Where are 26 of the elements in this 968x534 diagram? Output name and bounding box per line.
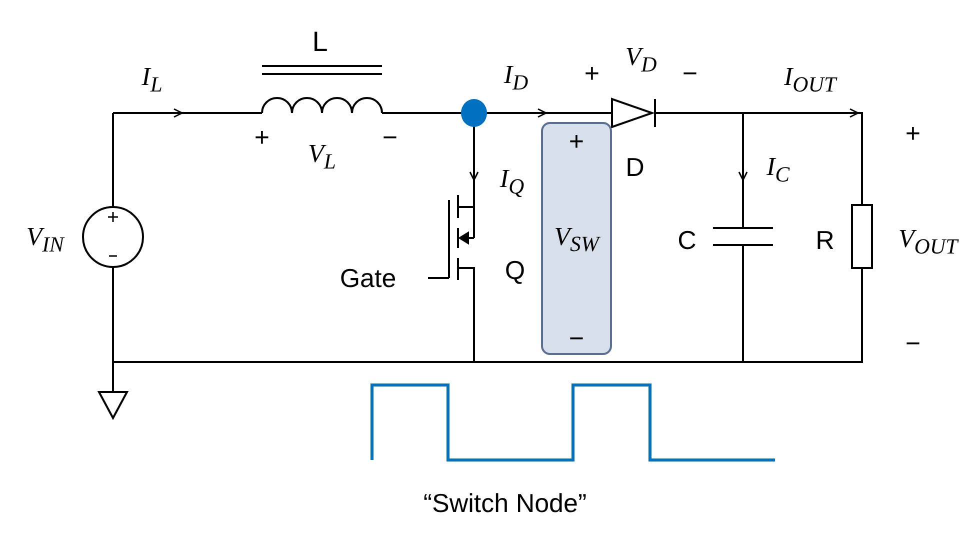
voltage-label: V$_{SW}$ [554,224,599,256]
polarity-sign: − [568,324,584,351]
voltage-label: V$_{IN}$ [26,224,64,256]
voltage-label: V$_{OUT}$ [898,226,958,258]
current-label: I$_{Q}$ [500,166,524,198]
current-label: I$_{OUT}$ [784,64,836,96]
current-label: I$_{L}$ [142,64,162,96]
component-label: Q [504,257,526,283]
voltage-label: V$_{D}$ [625,44,657,76]
polarity-sign: + [905,120,921,146]
polarity-sign: + [568,128,584,154]
voltage-region-box [541,122,612,355]
polarity-sign: − [682,60,698,86]
current-label: I$_{D}$ [504,62,528,94]
polarity-sign: − [905,330,921,356]
polarity-sign: − [382,124,398,150]
component-label: C [678,227,696,253]
caption-text: “Switch Node” [423,490,587,516]
terminal-label: Gate [340,265,396,291]
polarity-sign: + [254,124,270,150]
component-label: D [626,154,644,180]
current-label: I$_{C}$ [766,154,790,186]
voltage-label: V$_{L}$ [308,141,336,173]
component-label: L [312,28,328,56]
polarity-sign: + [584,60,600,86]
component-label: R [816,227,834,253]
